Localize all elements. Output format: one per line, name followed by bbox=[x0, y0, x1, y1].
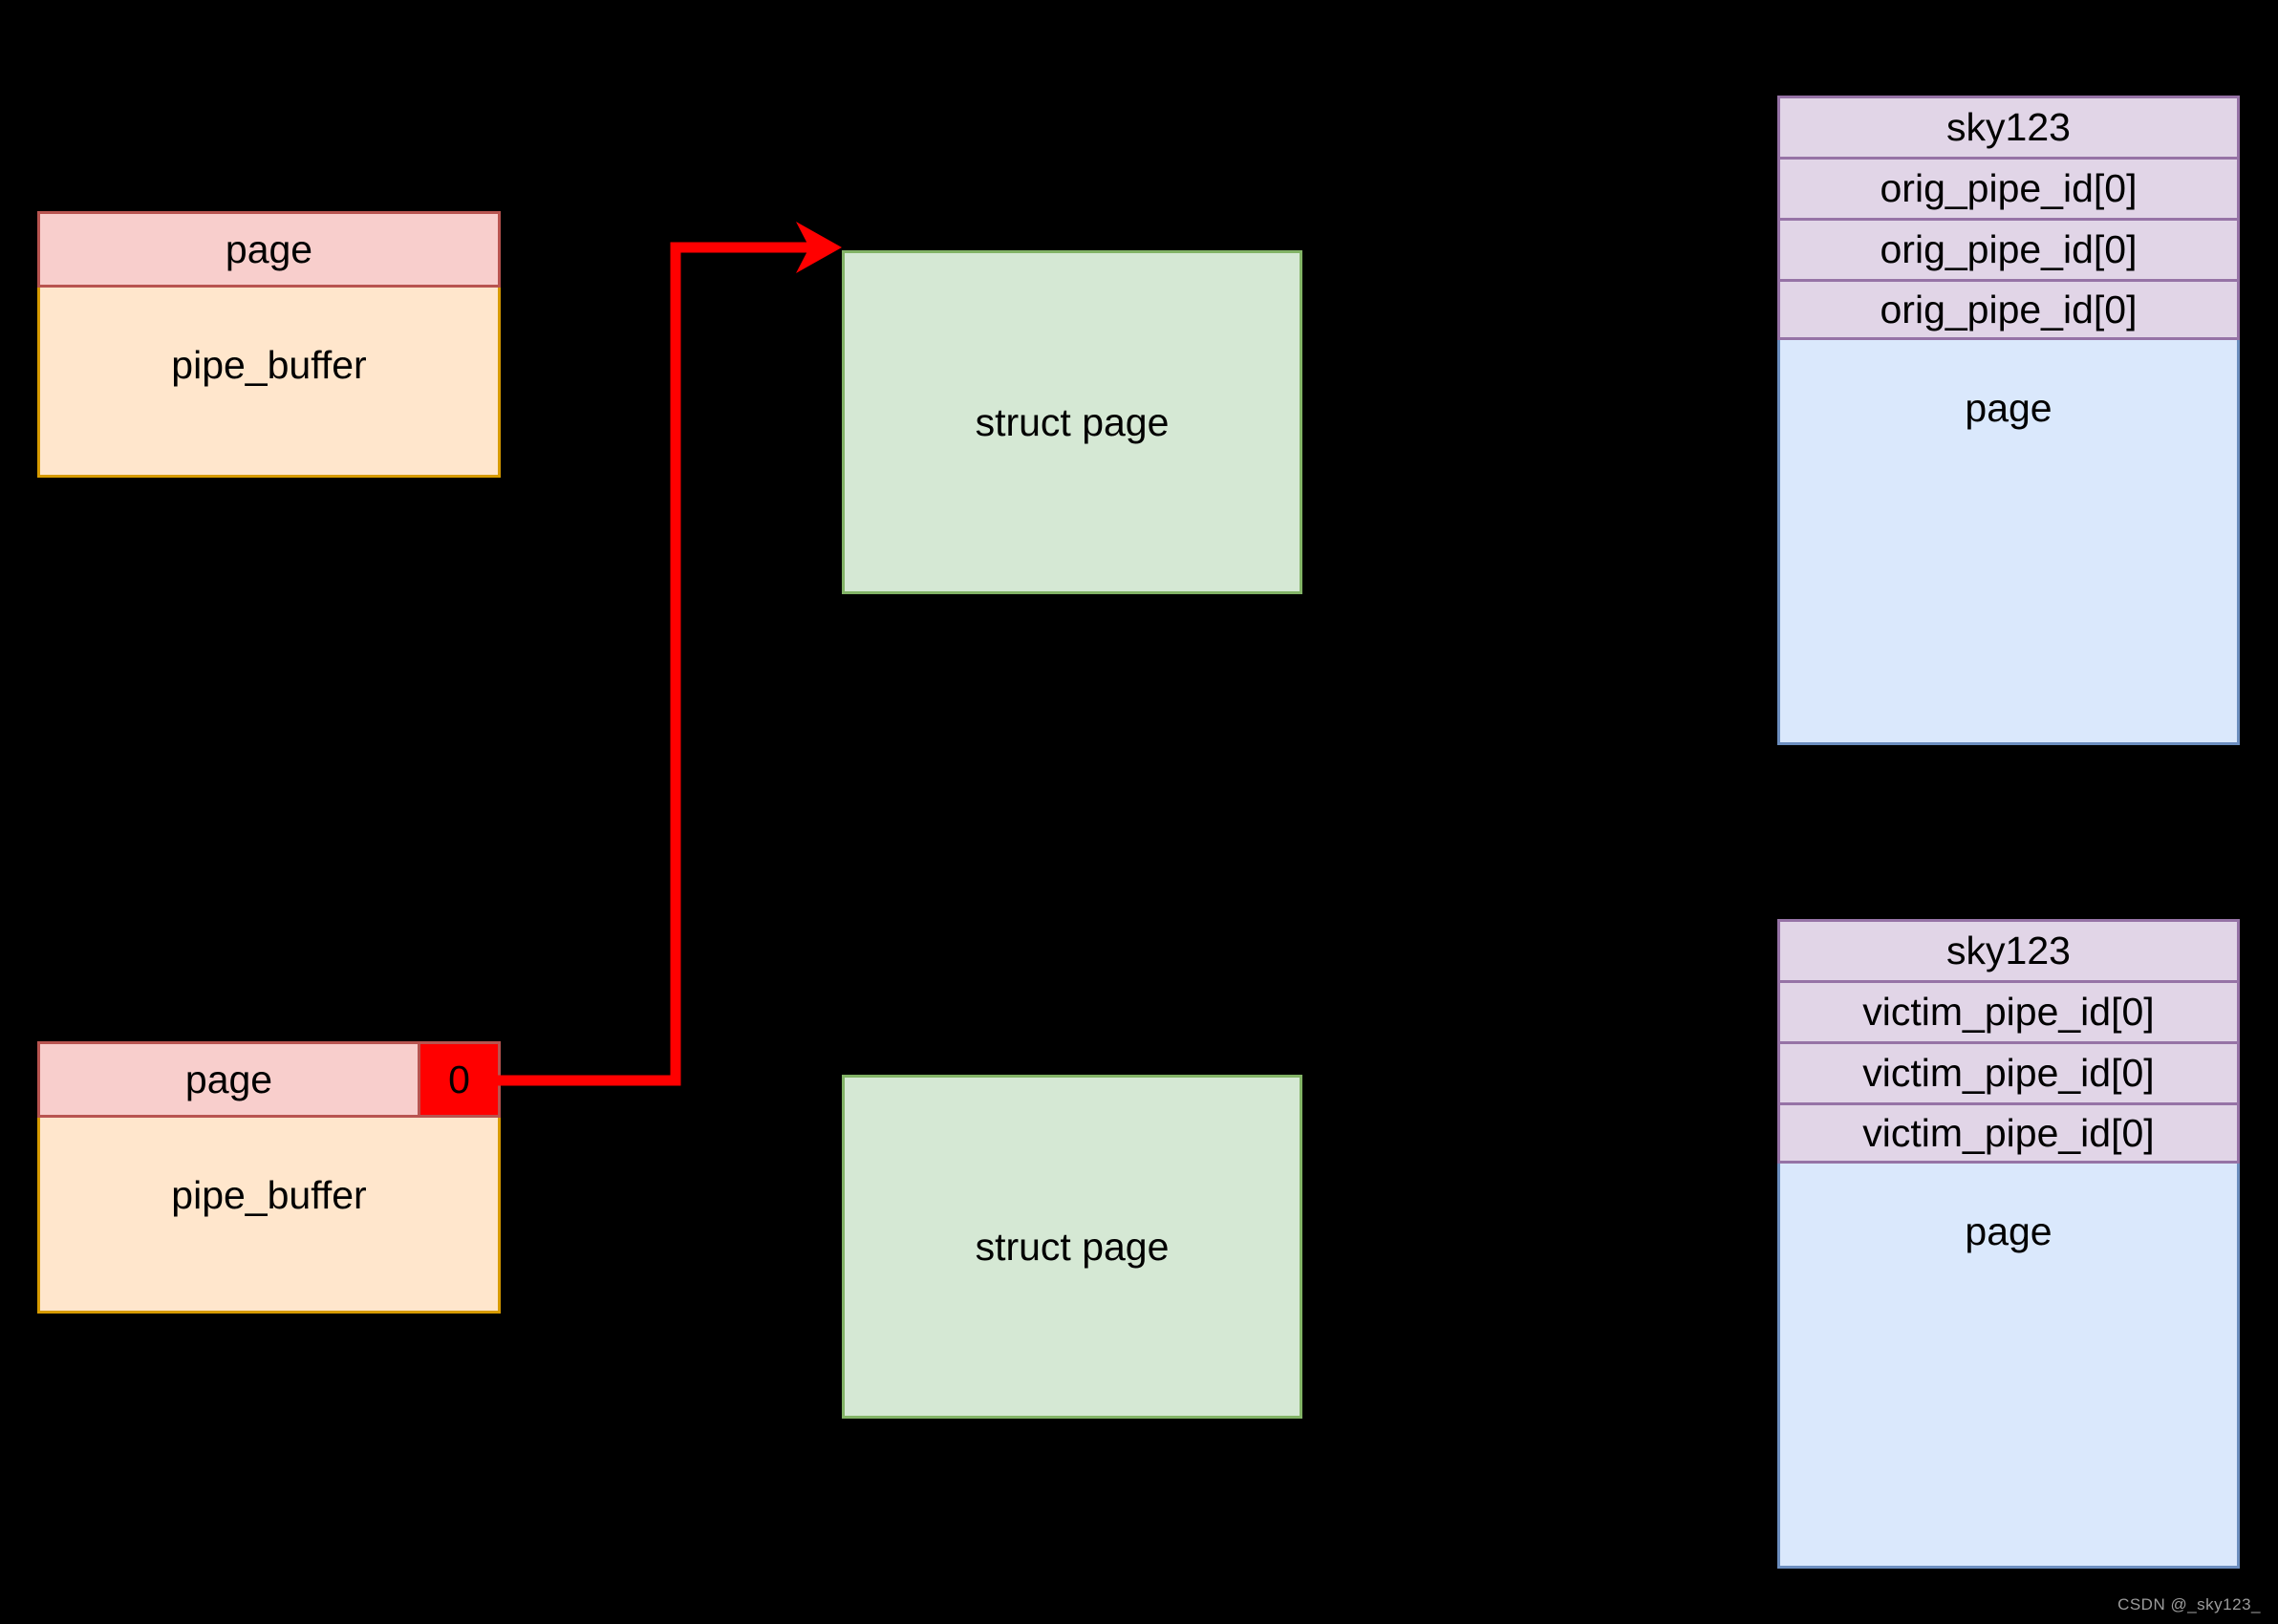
pointer-arrow-line bbox=[495, 242, 827, 1086]
pipe-table-victim-row-3: victim_pipe_id[0] bbox=[1777, 1102, 2240, 1164]
pipe-table-orig-row-3: orig_pipe_id[0] bbox=[1777, 279, 2240, 340]
pipe-buffer-top-header: page bbox=[37, 211, 501, 288]
pipe-buffer-bottom-page-label: page bbox=[184, 1057, 273, 1101]
pipe-table-victim-row-0: sky123 bbox=[1777, 919, 2240, 980]
pipe-table-orig-row-2: orig_pipe_id[0] bbox=[1777, 218, 2240, 279]
pipe-table-victim-page-block: page bbox=[1777, 1164, 2240, 1569]
pipe-table-orig-row-0: sky123 bbox=[1777, 96, 2240, 157]
pipe-table-orig-page-block: page bbox=[1777, 340, 2240, 745]
watermark: CSDN @_sky123_ bbox=[2117, 1595, 2261, 1613]
pipe-table-victim: sky123 victim_pipe_id[0] victim_pipe_id[… bbox=[1777, 919, 2240, 1569]
pipe-buffer-top: page pipe_buffer bbox=[37, 211, 501, 478]
struct-page-top: struct page bbox=[842, 250, 1302, 594]
pipe-buffer-top-body: pipe_buffer bbox=[37, 288, 501, 478]
pipe-table-orig-row-1: orig_pipe_id[0] bbox=[1777, 157, 2240, 218]
pipe-buffer-bottom-body: pipe_buffer bbox=[37, 1118, 501, 1314]
pipe-table-victim-row-1: victim_pipe_id[0] bbox=[1777, 980, 2240, 1041]
pipe-buffer-bottom-header: page 0 bbox=[37, 1041, 501, 1118]
pipe-buffer-bottom-index-cell: 0 bbox=[418, 1044, 498, 1115]
struct-page-bottom: struct page bbox=[842, 1075, 1302, 1419]
pointer-arrow-head bbox=[796, 222, 842, 273]
pipe-buffer-bottom: page 0 pipe_buffer bbox=[37, 1041, 501, 1314]
pipe-table-victim-row-2: victim_pipe_id[0] bbox=[1777, 1041, 2240, 1102]
pipe-table-orig: sky123 orig_pipe_id[0] orig_pipe_id[0] o… bbox=[1777, 96, 2240, 745]
pipe-buffer-top-page-label: page bbox=[225, 226, 313, 271]
